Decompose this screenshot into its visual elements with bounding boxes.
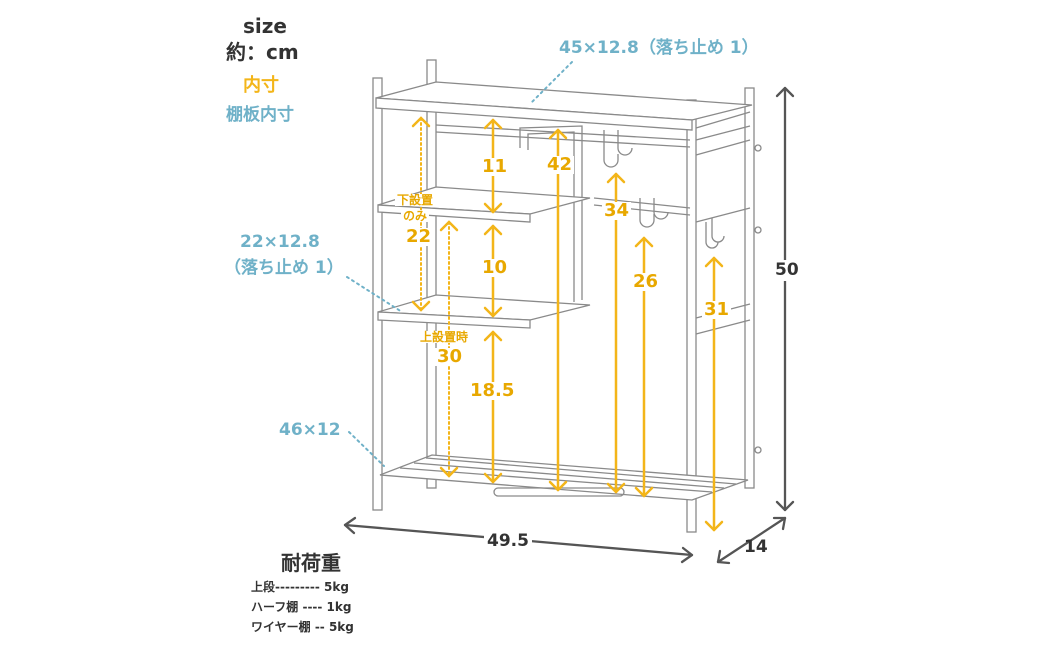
outer-height-value: 50 xyxy=(775,260,799,281)
bottom-gap-value: 18.5 xyxy=(468,380,517,401)
half-shelf-size-label: 22×12.8 xyxy=(240,232,320,252)
wire-shelf xyxy=(379,454,749,501)
wire-shelf-size-label: 46×12 xyxy=(279,420,341,440)
side-rail xyxy=(695,111,751,129)
back-right-post xyxy=(744,87,755,489)
load-row: ハーフ棚 ---- 1kg xyxy=(251,600,352,614)
lower-install-value: 22 xyxy=(404,226,434,247)
side-rail xyxy=(695,319,751,335)
outer-width-value: 49.5 xyxy=(484,533,532,550)
load-row: ワイヤー棚 -- 5kg xyxy=(251,620,354,634)
hook xyxy=(617,130,633,156)
upper-install-label: 上設置時 xyxy=(418,330,471,344)
inner-dimension-legend: 内寸 xyxy=(243,75,279,96)
top-shelf-front-edge xyxy=(375,97,693,131)
side-height-value: 31 xyxy=(702,299,732,320)
half-shelf-lower-edge xyxy=(377,311,531,329)
upper-install-value: 30 xyxy=(435,346,465,367)
shelf-inner-legend: 棚板内寸 xyxy=(226,105,294,125)
side-rail xyxy=(695,125,751,141)
side-bolt xyxy=(754,144,762,152)
load-row: 上段--------- 5kg xyxy=(251,580,349,594)
half-shelf-size-note: （落ち止め 1） xyxy=(224,258,344,278)
wire-shelf-bar xyxy=(413,462,725,489)
hook xyxy=(653,198,669,220)
outer-depth-value: 14 xyxy=(744,537,768,557)
front-right-post xyxy=(686,99,697,533)
top-gap-value: 11 xyxy=(480,156,510,177)
half-shelf-upper-edge xyxy=(377,204,531,223)
hook-height-1-value: 34 xyxy=(602,200,632,221)
mid-gap-value: 10 xyxy=(480,257,510,278)
side-bolt xyxy=(754,226,762,234)
load-capacity-title: 耐荷重 xyxy=(281,551,341,575)
hook xyxy=(705,222,719,249)
side-bolt xyxy=(754,446,762,454)
side-rail xyxy=(695,139,751,156)
top-shelf-size-label: 45×12.8（落ち止め 1） xyxy=(559,38,759,58)
hanging-rail xyxy=(593,197,691,209)
hook xyxy=(711,218,725,243)
lower-install-label: 下設置 xyxy=(395,193,436,207)
side-rail xyxy=(695,207,751,223)
hook xyxy=(639,198,655,228)
hanging-rail xyxy=(435,131,691,148)
lower-install-note: のみ xyxy=(401,209,430,223)
hook-height-2-value: 26 xyxy=(631,271,661,292)
wire-shelf-bar xyxy=(425,457,737,485)
half-shelf-frame xyxy=(527,131,575,302)
half-shelf-frame xyxy=(519,125,583,300)
size-heading: size xyxy=(243,14,287,38)
back-left-post xyxy=(426,59,437,489)
hook xyxy=(603,130,619,168)
center-height-value: 42 xyxy=(545,154,575,175)
unit-label: 約：cm xyxy=(226,40,299,64)
